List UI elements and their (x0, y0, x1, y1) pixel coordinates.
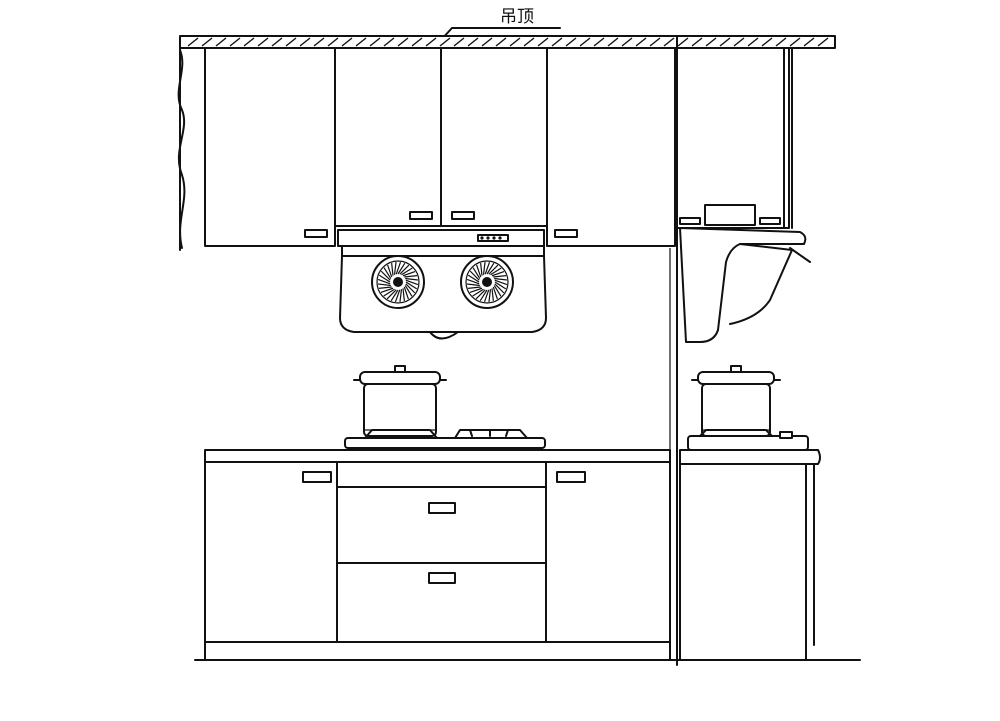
handle (302, 471, 332, 483)
upper-cabinet-left (204, 47, 336, 247)
suspended-ceiling (179, 35, 836, 49)
wall-break-line (177, 47, 186, 251)
side-base-cabinet (679, 429, 821, 661)
upper-cabinet-right (546, 47, 676, 247)
ceiling-label: 吊顶 (500, 7, 534, 27)
handle (554, 229, 578, 238)
side-hood-motor (704, 204, 756, 226)
fan-left (371, 255, 425, 309)
upper-cabinets (204, 47, 676, 247)
pot-front (353, 365, 447, 437)
cooktop-front (344, 429, 546, 449)
base-cabinets (204, 449, 671, 661)
pot-side (691, 365, 781, 437)
side-countertop (679, 449, 821, 465)
plinth (204, 641, 671, 661)
handle (556, 471, 586, 483)
fan-right (460, 255, 514, 309)
handle (428, 502, 456, 514)
side-upper-cabinet (676, 47, 790, 229)
countertop (204, 449, 671, 463)
handle (409, 211, 433, 220)
handle (304, 229, 328, 238)
range-hood-front (337, 229, 547, 340)
range-hood-side (679, 227, 807, 343)
handle (451, 211, 475, 220)
handle (428, 572, 456, 584)
